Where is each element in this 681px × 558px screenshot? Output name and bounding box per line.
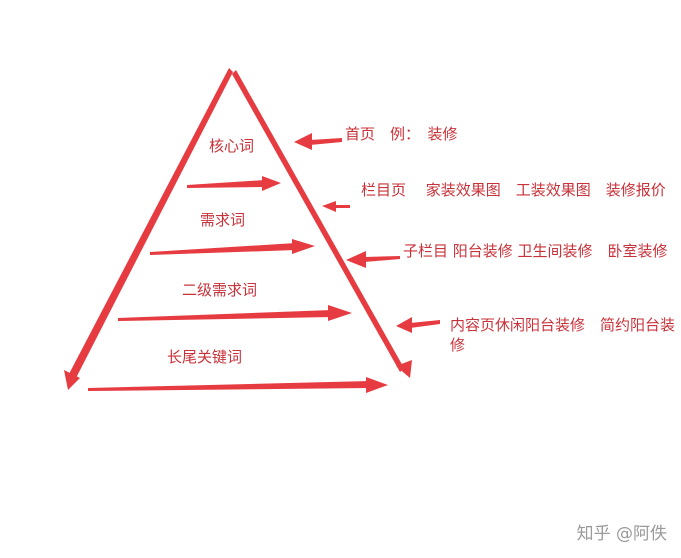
- level-arrow-2: [150, 239, 315, 255]
- level-label-longtail: 长尾关键词: [167, 348, 243, 366]
- pointer-arrow-4: [396, 317, 440, 333]
- annotation-home: 首页 例： 装修: [345, 125, 458, 143]
- right-edge-arrowhead: [396, 360, 412, 378]
- level-arrow-4: [88, 377, 388, 393]
- annotation-subcolumn: 子栏目 阳台装修 卫生间装修 卧室装修: [403, 242, 668, 260]
- pointer-arrow-1: [294, 133, 342, 150]
- pyramid-left-edge: [68, 68, 233, 382]
- watermark-text: 知乎 @阿佚: [576, 524, 667, 544]
- level-label-core: 核心词: [209, 137, 255, 155]
- pointer-arrow-3: [346, 251, 400, 268]
- level-label-demand: 需求词: [200, 211, 246, 229]
- level-label-secondary: 二级需求词: [182, 281, 258, 299]
- annotation-column: 栏目页 家装效果图 工装效果图 装修报价: [361, 181, 666, 199]
- pointer-arrow-2: [322, 201, 350, 212]
- level-arrow-1: [187, 176, 281, 191]
- watermark: 知乎 @阿佚: [577, 519, 667, 544]
- annotation-content: 内容页休闲阳台装修 简约阳台装修: [450, 316, 676, 354]
- level-arrow-3: [118, 305, 352, 321]
- pyramid-right-edge: [232, 70, 404, 372]
- left-edge-arrowhead: [64, 370, 80, 390]
